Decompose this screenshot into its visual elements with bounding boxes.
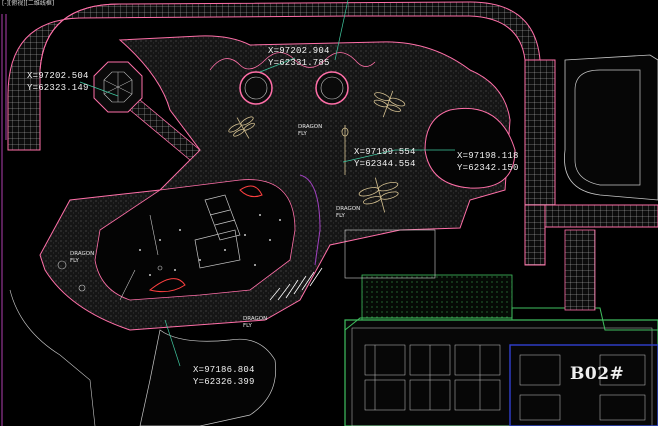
coord-y: Y=62326.399: [193, 377, 255, 387]
coordinate-label: X=97202.504 Y=62323.149: [27, 70, 89, 94]
viewport-title[interactable]: [-][俯视][二维线框]: [0, 0, 57, 8]
green-planting: [361, 274, 513, 321]
dragonfly-label: DRAGON FLY: [243, 316, 268, 329]
lower-garden: [139, 329, 277, 426]
steps: [269, 267, 323, 301]
coord-y: Y=62344.554: [354, 159, 416, 169]
oval-feature: [424, 107, 516, 189]
coordinate-label: X=97186.804 Y=62326.399: [193, 364, 255, 388]
coord-y: Y=62342.150: [457, 163, 519, 173]
leader-lines: [79, 0, 455, 367]
coord-x: X=97202.504: [27, 71, 89, 81]
right-garden: [564, 54, 658, 201]
dragonfly-icons: [228, 90, 406, 213]
dragonfly-label: DRAGON FLY: [70, 251, 95, 264]
lawn-dots: [139, 214, 281, 276]
right-walkway: [524, 59, 556, 211]
coordinate-label: X=97198.118 Y=62342.150: [457, 150, 519, 174]
building-label: B02#: [570, 364, 625, 384]
play-structure: [194, 194, 241, 269]
left-wall: [1, 14, 7, 426]
coord-x: X=97186.804: [193, 365, 255, 375]
coordinate-label: X=97199.554 Y=62344.554: [354, 146, 416, 170]
coordinate-label: X=97202.904 Y=62331.785: [268, 45, 330, 69]
dragonfly-label: DRAGON FLY: [336, 206, 361, 219]
dragonfly-label: DRAGON FLY: [298, 124, 323, 137]
building-b02: [344, 319, 658, 426]
coord-x: X=97198.118: [457, 151, 519, 161]
coord-x: X=97202.904: [268, 46, 330, 56]
coord-y: Y=62331.785: [268, 58, 330, 68]
round-planters: [239, 71, 349, 105]
coord-y: Y=62323.149: [27, 83, 89, 93]
coord-x: X=97199.554: [354, 147, 416, 157]
